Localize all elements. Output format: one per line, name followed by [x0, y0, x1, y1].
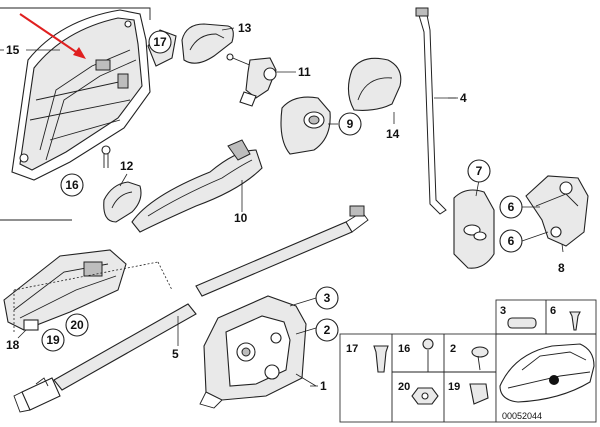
callout-16: 16 [65, 178, 79, 192]
callout-circle-7 [467, 159, 491, 183]
part-11-lock-cylinder [226, 53, 277, 107]
callout-8: 8 [558, 261, 565, 275]
box-label-3: 3 [500, 305, 506, 317]
box-label-16: 16 [398, 343, 410, 355]
frame-outline [0, 7, 151, 221]
box-label-17: 17 [346, 343, 358, 355]
callout-circle-19 [41, 328, 65, 352]
part-18-actuator [3, 249, 127, 331]
callout-1: 1 [320, 379, 327, 393]
small-parts-box [339, 299, 597, 423]
callout-7: 7 [476, 164, 483, 178]
car-location-icon [499, 343, 595, 403]
part-10-pull-handle [131, 139, 263, 233]
callout-12: 12 [120, 159, 134, 173]
part-1-door-lock [199, 295, 307, 409]
callout-3: 3 [324, 291, 331, 305]
callout-18: 18 [6, 338, 20, 352]
part-4-lock-rod [415, 7, 447, 215]
box-label-2: 2 [450, 343, 456, 355]
callout-11: 11 [298, 65, 311, 79]
callout-circle-17 [148, 30, 172, 54]
box-label-6: 6 [550, 305, 556, 317]
callout-circle-16 [60, 173, 84, 197]
label-dashes [0, 49, 458, 387]
callout-circle-9 [338, 112, 362, 136]
callout-15: 15 [6, 43, 20, 57]
callout-9: 9 [347, 117, 354, 131]
callout-circle-6b [499, 229, 523, 253]
callout-6b: 6 [508, 234, 515, 248]
callout-14: 14 [386, 127, 400, 141]
box-label-20: 20 [398, 381, 410, 393]
part-8-striker [525, 175, 589, 247]
callout-17: 17 [153, 35, 167, 49]
callout-6a: 6 [508, 200, 515, 214]
callout-circle-6a [499, 195, 523, 219]
part-9-lock-cap [280, 96, 331, 155]
callout-circle-2 [315, 318, 339, 342]
callout-2: 2 [324, 323, 331, 337]
actuator-group-frame [13, 261, 173, 332]
part-7-striker-plate [453, 189, 495, 269]
diagram-code: 00052044 [502, 411, 542, 421]
callout-circle-3 [315, 286, 339, 310]
callout-19: 19 [46, 333, 60, 347]
part-12-gasket [103, 181, 142, 223]
leader-lines [17, 27, 564, 387]
box-label-19: 19 [448, 381, 460, 393]
callout-13: 13 [238, 21, 252, 35]
part-14-outer-cap [347, 57, 402, 111]
part-5-cable [13, 205, 369, 413]
part-15-handle-carrier [11, 9, 151, 181]
callout-20: 20 [70, 318, 84, 332]
pointer-arrow [19, 13, 86, 59]
part-13-handle-cover [181, 23, 234, 64]
callout-4: 4 [460, 91, 467, 105]
callout-10: 10 [234, 211, 248, 225]
callout-circle-20 [65, 313, 89, 337]
callout-5: 5 [172, 347, 179, 361]
